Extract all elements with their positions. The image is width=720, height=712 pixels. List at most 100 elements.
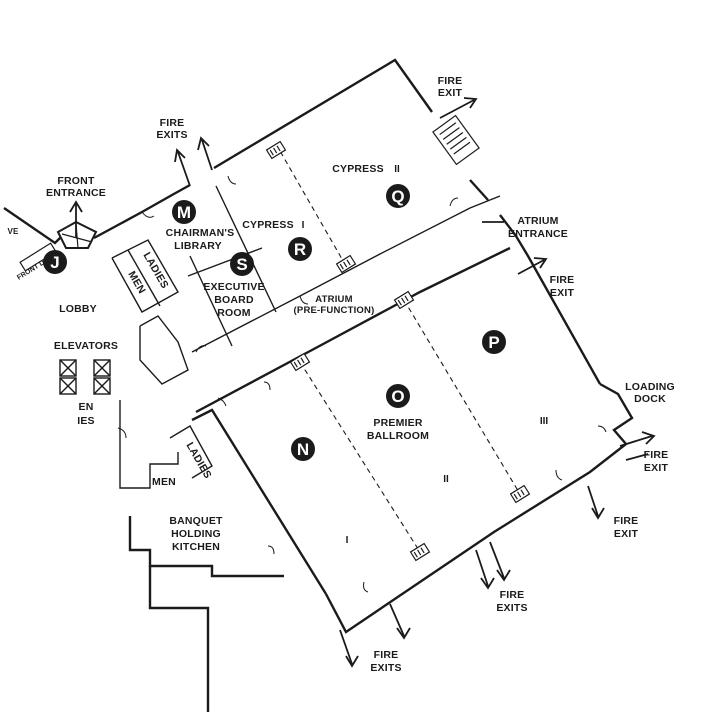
wall-atrium-north bbox=[191, 195, 501, 353]
badge-j[interactable]: J bbox=[43, 250, 67, 274]
svg-text:Q: Q bbox=[391, 187, 404, 206]
label-cypress-i: CYPRESS bbox=[242, 219, 294, 231]
room-labels: FRONT ENTRANCE VE FRONT DESK LOBBY ELEVA… bbox=[7, 75, 674, 674]
building-walls bbox=[3, 58, 634, 712]
label-partial-ladies: IES bbox=[77, 415, 95, 427]
label-fire-exits-lowest-1: FIRE bbox=[374, 649, 399, 661]
label-men-upper: MEN bbox=[125, 269, 147, 296]
badge-m[interactable]: M bbox=[172, 200, 196, 224]
wall-lobby-top bbox=[3, 207, 63, 245]
label-executive-3: ROOM bbox=[217, 307, 251, 319]
svg-text:J: J bbox=[50, 253, 59, 272]
label-cypress-ii-num: II bbox=[394, 164, 400, 175]
label-premier-1: PREMIER bbox=[373, 417, 422, 429]
wall-atrium-south bbox=[195, 246, 511, 414]
room-badges: J M S R Q P O N bbox=[43, 184, 506, 461]
svg-text:M: M bbox=[177, 203, 191, 222]
label-ballroom-iii: III bbox=[540, 416, 549, 427]
label-men-lower: MEN bbox=[152, 476, 176, 488]
wall-lobby-column bbox=[139, 315, 189, 385]
label-fire-exit-dock-2: EXIT bbox=[644, 462, 669, 474]
wall-kitchen-lower bbox=[148, 566, 210, 712]
label-banquet-1: BANQUET bbox=[169, 515, 223, 527]
badge-o[interactable]: O bbox=[386, 384, 410, 408]
fire-exit-right-arrow bbox=[517, 257, 548, 275]
label-fire-exit-right-1: FIRE bbox=[550, 274, 575, 286]
label-cypress-i-num: I bbox=[302, 220, 305, 231]
label-partial-men: EN bbox=[79, 401, 94, 413]
label-atrium-2: (PRE-FUNCTION) bbox=[294, 305, 375, 316]
label-elevators: ELEVATORS bbox=[54, 340, 118, 352]
label-banquet-2: HOLDING bbox=[171, 528, 221, 540]
label-fire-exit-top-1: FIRE bbox=[438, 75, 463, 87]
exit-arrows bbox=[69, 97, 656, 668]
badge-n[interactable]: N bbox=[291, 437, 315, 461]
room-dividers bbox=[275, 143, 521, 553]
label-fire-exit-right-2: EXIT bbox=[550, 287, 575, 299]
svg-text:O: O bbox=[391, 387, 404, 406]
wall-ballroom-west bbox=[191, 408, 328, 595]
label-front-entrance-2: ENTRANCE bbox=[46, 187, 106, 199]
svg-text:N: N bbox=[297, 440, 309, 459]
wall-restroom-divider bbox=[127, 249, 161, 307]
label-ballroom-ii: II bbox=[443, 474, 449, 485]
wall-south-east bbox=[324, 443, 627, 634]
fire-exits-lowest-arrow-2 bbox=[389, 603, 411, 640]
label-fire-exit-lower-1: FIRE bbox=[614, 515, 639, 527]
svg-text:P: P bbox=[488, 333, 499, 352]
wall-loading-dock bbox=[599, 382, 634, 445]
svg-text:R: R bbox=[294, 240, 306, 259]
wall-north bbox=[213, 58, 433, 170]
label-fire-exit-lower-2: EXIT bbox=[614, 528, 639, 540]
fire-exit-dock-arrow-2 bbox=[625, 453, 649, 461]
label-fire-exit-top-2: EXIT bbox=[438, 87, 463, 99]
label-atrium-entrance-2: ENTRANCE bbox=[508, 228, 568, 240]
label-lobby: LOBBY bbox=[59, 303, 97, 315]
wall-cypress-west bbox=[215, 185, 277, 313]
divider-cypress bbox=[275, 143, 347, 267]
wall-ladies-lower bbox=[169, 425, 213, 479]
fire-exits-arrow-left-1 bbox=[174, 148, 191, 187]
label-atrium-1: ATRIUM bbox=[315, 294, 352, 305]
divider-ballroom-1 bbox=[299, 361, 421, 553]
wall-library-south bbox=[187, 247, 263, 277]
label-partial-ve: VE bbox=[7, 227, 19, 236]
badge-r[interactable]: R bbox=[288, 237, 312, 261]
wall-east-upper bbox=[469, 179, 489, 201]
wall-lower-restrooms bbox=[119, 400, 179, 489]
label-fire-exits-left-1: FIRE bbox=[160, 117, 185, 129]
label-atrium-entrance-1: ATRIUM bbox=[517, 215, 558, 227]
wall-executive-west bbox=[189, 255, 233, 347]
label-chairmans-2: LIBRARY bbox=[174, 240, 222, 252]
fire-exits-arrow-left-2 bbox=[197, 136, 213, 171]
fire-exits-lowest-arrow-1 bbox=[339, 629, 359, 668]
label-fire-exits-left-2: EXITS bbox=[156, 129, 187, 141]
fire-exit-top-arrow bbox=[439, 97, 478, 119]
label-front-entrance-1: FRONT bbox=[57, 175, 95, 187]
badge-s[interactable]: S bbox=[230, 252, 254, 276]
badge-q[interactable]: Q bbox=[386, 184, 410, 208]
label-fire-exit-dock-1: FIRE bbox=[644, 449, 669, 461]
label-cypress-ii: CYPRESS bbox=[332, 163, 384, 175]
fire-exit-dock-arrow bbox=[619, 431, 656, 447]
fire-exits-bottom-arrow-2 bbox=[489, 541, 511, 582]
label-fire-exits-bottom-2: EXITS bbox=[496, 602, 527, 614]
divider-ballroom-2 bbox=[403, 299, 521, 495]
label-ballroom-i: I bbox=[346, 535, 349, 546]
front-entrance-arrow bbox=[69, 200, 83, 238]
fire-exit-lower-arrow bbox=[587, 485, 605, 520]
wall-east-lower bbox=[499, 214, 602, 385]
front-desk-counter bbox=[19, 242, 57, 272]
elevators bbox=[59, 359, 111, 395]
label-executive-2: BOARD bbox=[214, 294, 254, 306]
label-loading-2: DOCK bbox=[634, 393, 666, 405]
label-premier-2: BALLROOM bbox=[367, 430, 429, 442]
label-fire-exits-lowest-2: EXITS bbox=[370, 662, 401, 674]
badge-p[interactable]: P bbox=[482, 330, 506, 354]
svg-text:S: S bbox=[236, 255, 247, 274]
airwall-storage bbox=[265, 114, 531, 562]
label-fire-exits-bottom-1: FIRE bbox=[500, 589, 525, 601]
front-entrance-door bbox=[56, 220, 98, 249]
wall-restroom-block bbox=[111, 239, 179, 313]
